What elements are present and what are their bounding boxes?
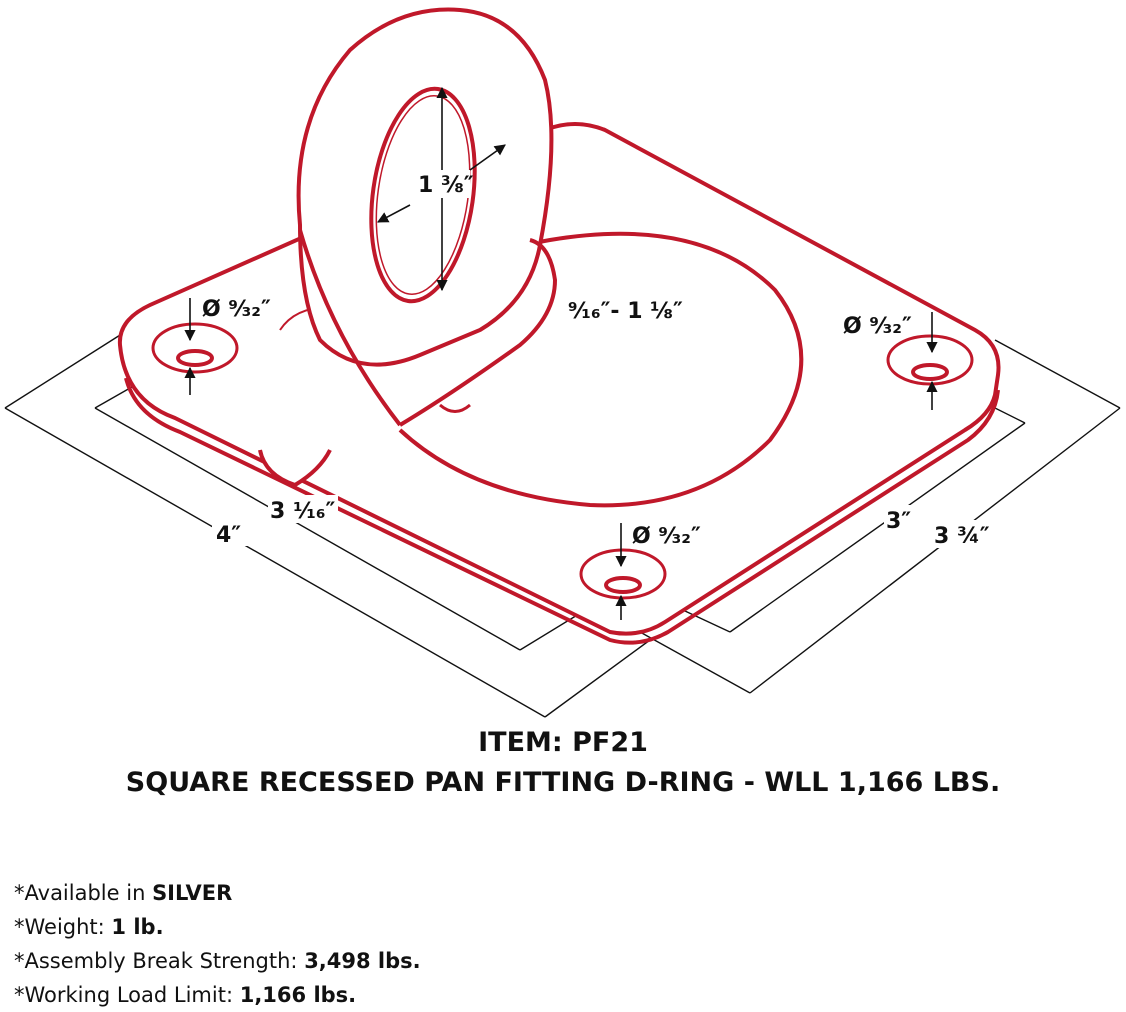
pan-fitting-diagram: 1 ⅜″ ⁹⁄₁₆″- 1 ⅛″ Ø ⁹⁄₃₂″ Ø ⁹⁄₃₂″ Ø ⁹⁄₃₂″… <box>4 7 1121 718</box>
length-outer-bg <box>212 518 252 546</box>
spec-value: 3,498 lbs. <box>304 949 421 973</box>
spec-working-load: *Working Load Limit: 1,166 lbs. <box>14 978 421 1012</box>
width-inner-dimension: 3″ <box>886 509 911 534</box>
length-inner-dimension: 3 ¹⁄₁₆″ <box>270 499 336 524</box>
item-title: ITEM: PF21 <box>478 727 648 758</box>
spec-label: *Weight: <box>14 915 112 939</box>
spec-break-strength: *Assembly Break Strength: 3,498 lbs. <box>14 944 421 978</box>
length-outer-dimension: 4″ <box>216 523 241 548</box>
spec-weight: *Weight: 1 lb. <box>14 910 421 944</box>
spec-label: *Available in <box>14 881 153 905</box>
hole-diameter-bottom: Ø ⁹⁄₃₂″ <box>632 524 701 549</box>
ring-inner-dimension: 1 ⅜″ <box>418 173 474 198</box>
length-inner-bg <box>268 495 338 523</box>
spec-color: *Available in SILVER <box>14 876 421 910</box>
spec-list: *Available in SILVER *Weight: 1 lb. *Ass… <box>14 876 421 1012</box>
hole-diameter-right: Ø ⁹⁄₃₂″ <box>843 314 912 339</box>
spec-value: 1 lb. <box>111 915 164 939</box>
recess-depth-dimension: ⁹⁄₁₆″- 1 ⅛″ <box>568 299 683 324</box>
ring-label-bg <box>416 170 470 198</box>
hole-diameter-left: Ø ⁹⁄₃₂″ <box>202 297 271 322</box>
width-outer-dimension: 3 ¾″ <box>934 524 990 549</box>
spec-value: 1,166 lbs. <box>239 983 357 1007</box>
spec-label: *Assembly Break Strength: <box>14 949 305 973</box>
spec-label: *Working Load Limit: <box>14 983 240 1007</box>
spec-value: SILVER <box>152 881 233 905</box>
width-inner-bg <box>884 505 920 533</box>
product-title: SQUARE RECESSED PAN FITTING D-RING - WLL… <box>125 767 1001 798</box>
width-outer-bg <box>932 520 994 548</box>
